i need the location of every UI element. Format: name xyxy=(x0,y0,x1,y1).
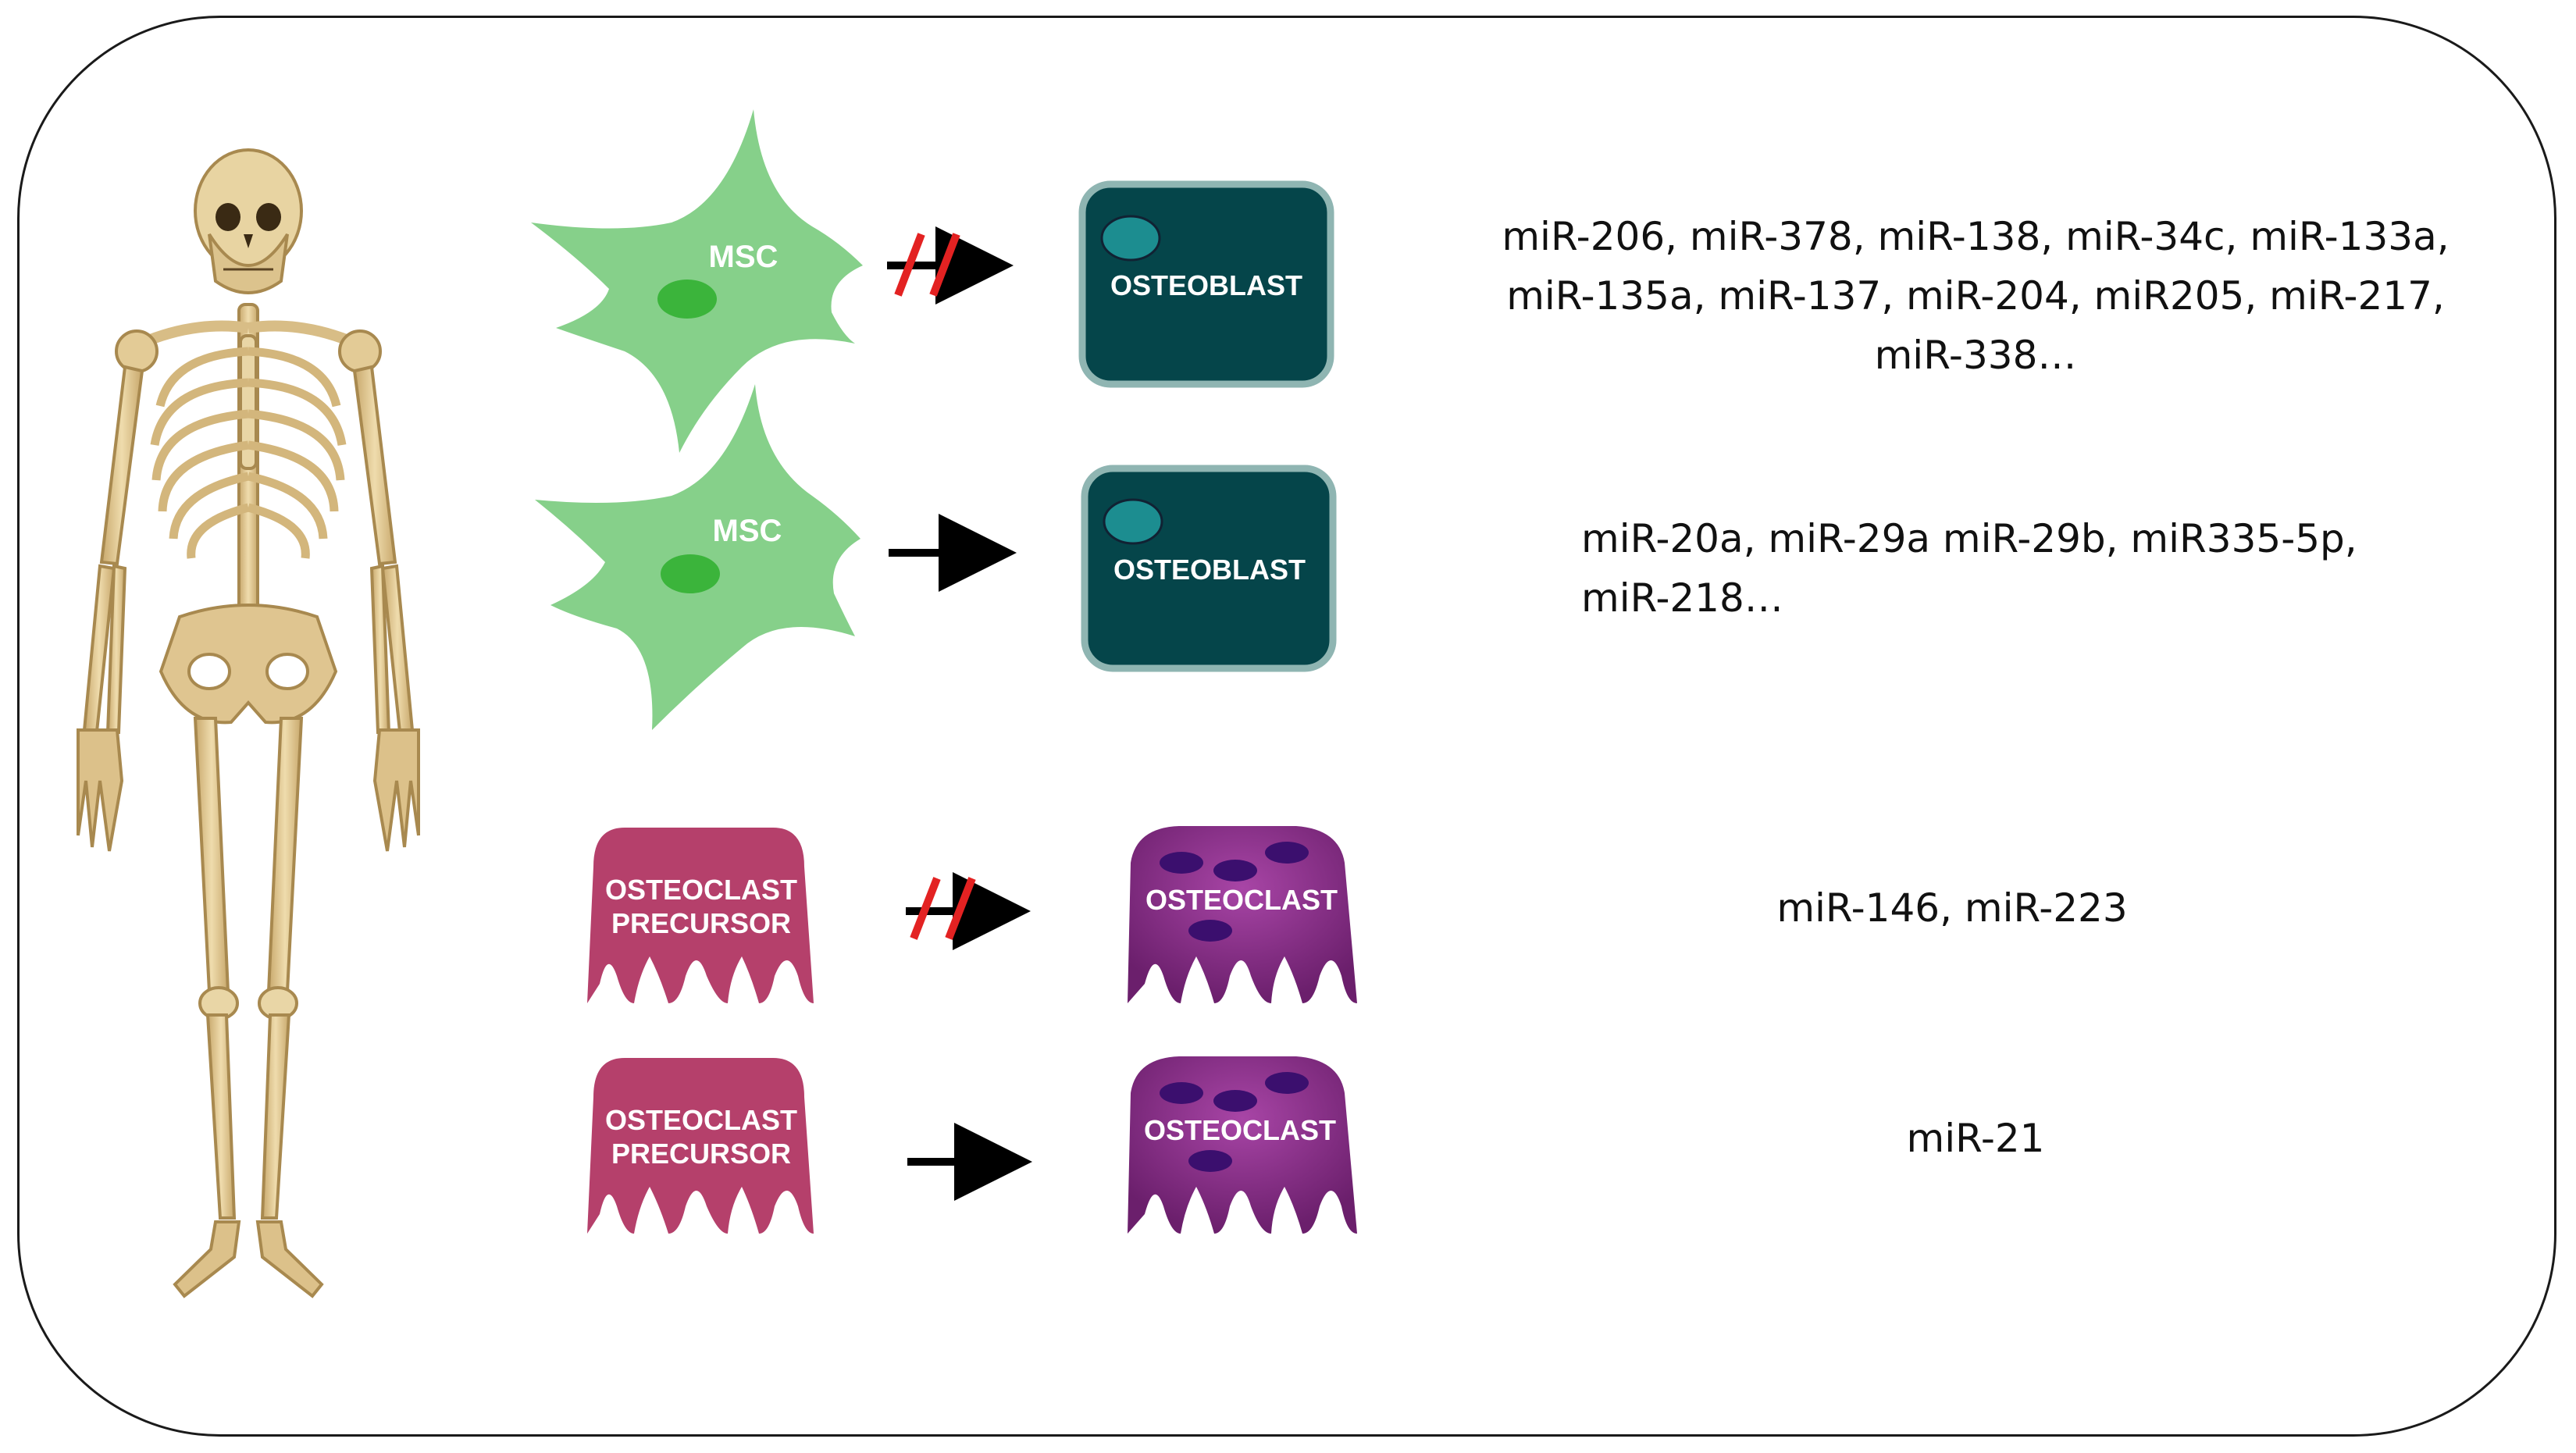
osteoclast-precursor-icon xyxy=(587,1058,814,1234)
mirna-line: miR-206, miR-378, miR-138, miR-34c, miR-… xyxy=(1502,214,2450,259)
mirna-list-row2: miR-20a, miR-29a miR-29b, miR335-5p, miR… xyxy=(1581,509,2440,628)
osteoblast-label: OSTEOBLAST xyxy=(1110,269,1302,301)
mirna-line: miR-21 xyxy=(1906,1116,2045,1161)
precursor-label-line1: OSTEOCLAST xyxy=(605,1104,797,1136)
osteoclast-nucleus xyxy=(1265,1072,1309,1094)
blocked-arrow-row3 xyxy=(906,872,1031,950)
mirna-list-row1: miR-206, miR-378, miR-138, miR-34c, miR-… xyxy=(1484,207,2467,385)
osteoclast-precursor-row4: OSTEOCLAST PRECURSOR xyxy=(587,1058,814,1234)
osteoclast-precursor-row3: OSTEOCLAST PRECURSOR xyxy=(587,828,814,1003)
osteoclast-nucleus xyxy=(1160,852,1203,874)
msc-cell-row2: MSC xyxy=(535,384,860,730)
osteoclast-nucleus xyxy=(1188,920,1232,942)
msc-nucleus xyxy=(661,554,720,593)
msc-nucleus xyxy=(657,280,717,319)
osteoclast-row4: OSTEOCLAST xyxy=(1128,1056,1357,1234)
mirna-list-row4: miR-21 xyxy=(1819,1109,2132,1168)
osteoclast-nucleus xyxy=(1160,1082,1203,1104)
osteoblast-nucleus xyxy=(1103,498,1163,545)
osteoclast-nucleus xyxy=(1188,1150,1232,1172)
msc-cell-row1: MSC xyxy=(531,109,863,453)
osteoblast-nucleus xyxy=(1100,215,1161,262)
osteoclast-nucleus xyxy=(1213,860,1257,881)
osteoclast-nucleus xyxy=(1265,842,1309,864)
skeleton-illustration xyxy=(77,148,420,1298)
precursor-label-line2: PRECURSOR xyxy=(611,1138,791,1170)
mirna-line: miR-20a, miR-29a miR-29b, miR335-5p, xyxy=(1581,516,2357,561)
precursor-label-line1: OSTEOCLAST xyxy=(605,874,797,906)
msc-label: MSC xyxy=(709,240,779,274)
osteoblast-label: OSTEOBLAST xyxy=(1113,554,1306,586)
osteoblast-cell-row2: OSTEOBLAST xyxy=(1081,465,1337,672)
mirna-line: miR-135a, miR-137, miR-204, miR205, miR-… xyxy=(1506,273,2445,319)
msc-label: MSC xyxy=(713,514,782,548)
mirna-line: miR-218… xyxy=(1581,575,1783,621)
osteoclast-precursor-icon xyxy=(587,828,814,1003)
osteoblast-cell-row1: OSTEOBLAST xyxy=(1078,180,1334,388)
blocked-arrow-icon xyxy=(910,877,941,940)
mirna-line: miR-338… xyxy=(1874,333,2077,378)
precursor-label-line2: PRECURSOR xyxy=(611,907,791,939)
blocked-arrow-icon xyxy=(894,233,925,297)
blocked-arrow-row1 xyxy=(887,226,1014,304)
mirna-line: miR-146, miR-223 xyxy=(1776,885,2128,931)
mirna-list-row3: miR-146, miR-223 xyxy=(1718,878,2186,938)
osteoclast-label: OSTEOCLAST xyxy=(1144,1114,1336,1146)
osteoclast-nucleus xyxy=(1213,1090,1257,1112)
osteoclast-row3: OSTEOCLAST xyxy=(1128,826,1357,1003)
osteoclast-label: OSTEOCLAST xyxy=(1145,884,1338,916)
